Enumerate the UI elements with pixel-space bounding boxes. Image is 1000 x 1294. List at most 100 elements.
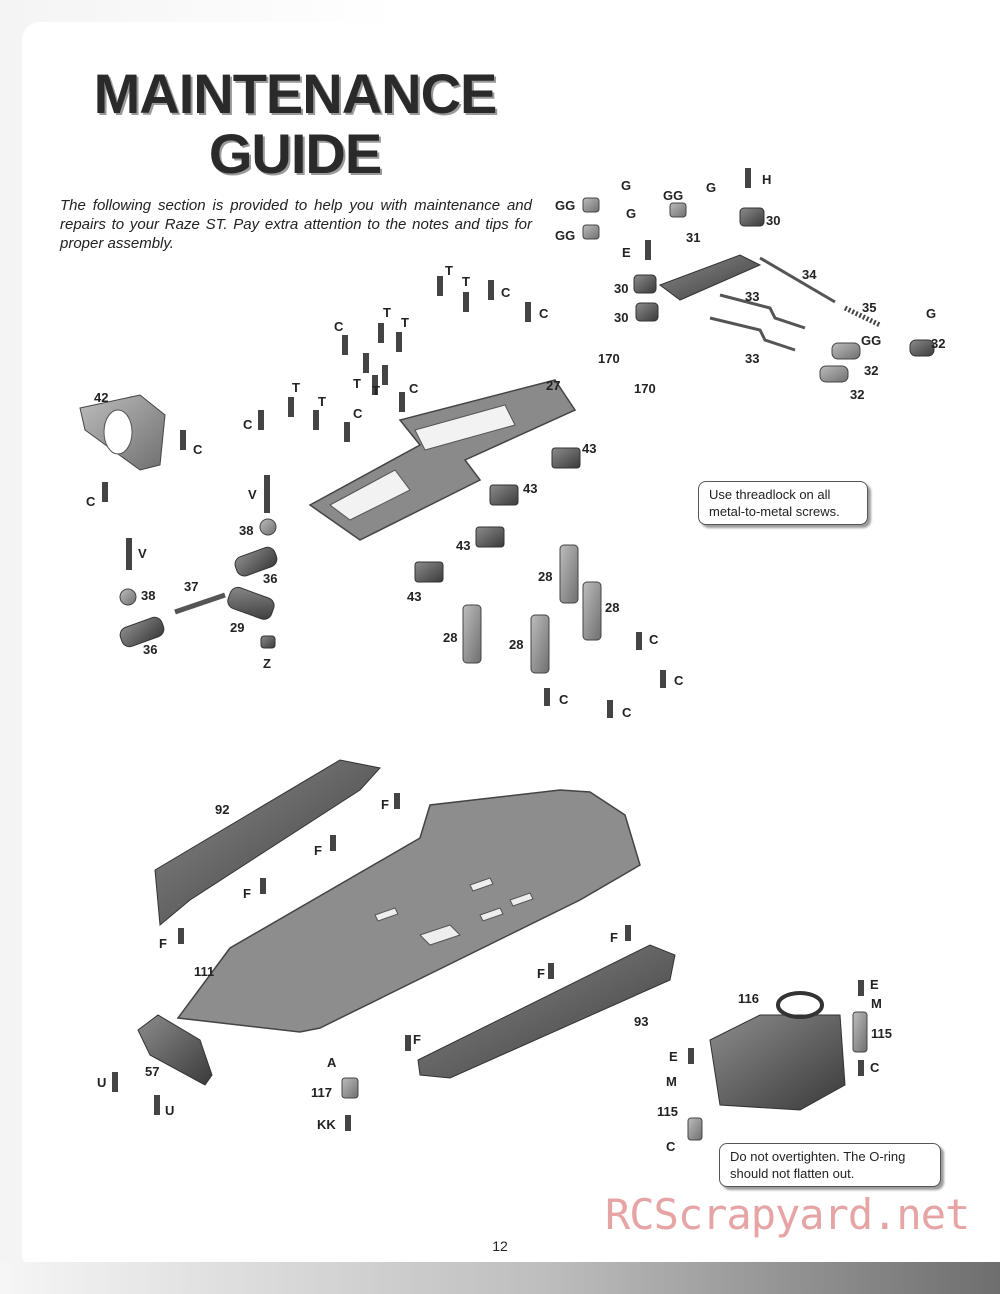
title-line-2: GUIDE bbox=[208, 122, 382, 185]
label-p28: 28 bbox=[509, 637, 524, 652]
label-T: T bbox=[383, 305, 391, 320]
label-p43: 43 bbox=[407, 589, 422, 604]
label-p32: 32 bbox=[864, 363, 879, 378]
label-F: F bbox=[381, 797, 389, 812]
label-p93: 93 bbox=[634, 1014, 649, 1029]
label-C: C bbox=[649, 632, 659, 647]
label-p38: 38 bbox=[239, 523, 254, 538]
label-p28: 28 bbox=[443, 630, 458, 645]
label-p32: 32 bbox=[850, 387, 865, 402]
label-p27: 27 bbox=[546, 378, 561, 393]
label-G: G bbox=[706, 180, 717, 195]
page-number: 12 bbox=[492, 1238, 508, 1254]
label-p111: 111 bbox=[194, 964, 215, 979]
label-E: E bbox=[870, 977, 879, 992]
label-U: U bbox=[165, 1103, 175, 1118]
label-C: C bbox=[409, 381, 419, 396]
label-p33: 33 bbox=[745, 289, 760, 304]
label-p31: 31 bbox=[686, 230, 701, 245]
label-C: C bbox=[539, 306, 549, 321]
label-GG: GG bbox=[663, 188, 684, 203]
label-V: V bbox=[248, 487, 257, 502]
label-C: C bbox=[501, 285, 511, 300]
label-p35: 35 bbox=[862, 300, 877, 315]
label-p28: 28 bbox=[605, 600, 620, 615]
label-p36: 36 bbox=[263, 571, 278, 586]
steering-linkage bbox=[119, 518, 278, 649]
label-KK: KK bbox=[317, 1117, 336, 1132]
label-T: T bbox=[318, 394, 326, 409]
label-C: C bbox=[86, 494, 96, 509]
label-F: F bbox=[314, 843, 322, 858]
note-oring: Do not overtighten. The O-ring should no… bbox=[719, 1143, 941, 1187]
page-title: MAINTENANCE GUIDE bbox=[60, 64, 530, 184]
label-p115: 115 bbox=[657, 1104, 678, 1119]
label-p34: 34 bbox=[802, 267, 817, 282]
upper-deck-27 bbox=[308, 379, 577, 541]
label-p29: 29 bbox=[230, 620, 245, 635]
label-p43: 43 bbox=[582, 441, 597, 456]
label-GG: GG bbox=[861, 333, 882, 348]
post-117 bbox=[341, 1077, 359, 1099]
label-M: M bbox=[871, 996, 882, 1011]
label-C: C bbox=[559, 692, 569, 707]
front-bumper-57 bbox=[137, 1014, 213, 1086]
label-p42: 42 bbox=[94, 390, 109, 405]
label-p115: 115 bbox=[871, 1026, 892, 1041]
label-T: T bbox=[372, 383, 380, 398]
label-T: T bbox=[445, 263, 453, 278]
label-G: G bbox=[626, 206, 637, 221]
label-G: G bbox=[621, 178, 632, 193]
label-T: T bbox=[353, 376, 361, 391]
label-T: T bbox=[292, 380, 300, 395]
label-p33: 33 bbox=[745, 351, 760, 366]
side-guard-92 bbox=[154, 759, 381, 926]
label-U: U bbox=[97, 1075, 107, 1090]
label-C: C bbox=[353, 406, 363, 421]
side-guard-93 bbox=[417, 944, 676, 1079]
label-p92: 92 bbox=[215, 802, 230, 817]
label-GG: GG bbox=[555, 198, 576, 213]
intro-text: The following section is provided to hel… bbox=[60, 197, 532, 252]
label-p28: 28 bbox=[538, 569, 553, 584]
label-T: T bbox=[462, 274, 470, 289]
label-p30: 30 bbox=[614, 310, 629, 325]
label-F: F bbox=[413, 1032, 421, 1047]
label-p170: 170 bbox=[598, 351, 620, 366]
label-E: E bbox=[622, 245, 631, 260]
label-F: F bbox=[243, 886, 251, 901]
label-E: E bbox=[669, 1049, 678, 1064]
label-F: F bbox=[159, 936, 167, 951]
label-p38: 38 bbox=[141, 588, 156, 603]
label-Z: Z bbox=[263, 656, 271, 671]
watermark: RCScrapyard.net bbox=[605, 1190, 970, 1239]
label-p117: 117 bbox=[311, 1085, 332, 1100]
mount-posts-43 bbox=[414, 447, 581, 583]
label-GG: GG bbox=[555, 228, 576, 243]
label-p37: 37 bbox=[184, 579, 199, 594]
label-p43: 43 bbox=[456, 538, 471, 553]
note-threadlock: Use threadlock on all metal-to-metal scr… bbox=[698, 481, 868, 525]
screws bbox=[102, 168, 864, 1131]
label-C: C bbox=[622, 705, 632, 720]
label-p57: 57 bbox=[145, 1064, 160, 1079]
standoffs-28 bbox=[462, 544, 602, 674]
bottom-band bbox=[0, 1262, 1000, 1294]
label-p30: 30 bbox=[766, 213, 781, 228]
label-p116: 116 bbox=[738, 991, 759, 1006]
label-C: C bbox=[334, 319, 344, 334]
label-H: H bbox=[762, 172, 772, 187]
label-A: A bbox=[327, 1055, 337, 1070]
label-C: C bbox=[243, 417, 253, 432]
label-M: M bbox=[666, 1074, 677, 1089]
label-p32: 32 bbox=[931, 336, 946, 351]
label-V: V bbox=[138, 546, 147, 561]
label-T: T bbox=[401, 315, 409, 330]
title-line-1: MAINTENANCE bbox=[93, 62, 498, 125]
label-C: C bbox=[870, 1060, 880, 1075]
label-C: C bbox=[674, 673, 684, 688]
fuel-tank-116 bbox=[687, 991, 868, 1141]
shock-tower-42 bbox=[79, 394, 166, 471]
label-p30: 30 bbox=[614, 281, 629, 296]
